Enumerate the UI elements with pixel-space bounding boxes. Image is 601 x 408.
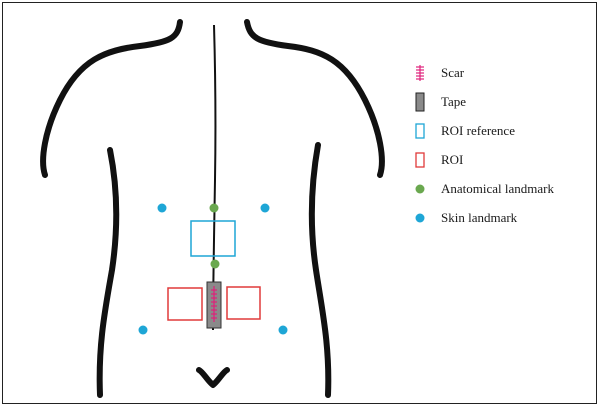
legend-item-roi: ROI bbox=[412, 145, 554, 174]
skin-landmark-upper-left bbox=[158, 204, 167, 213]
skin-landmark-lower-left bbox=[139, 326, 148, 335]
legend-item-anatomical-landmark: Anatomical landmark bbox=[412, 174, 554, 203]
tape-icon bbox=[412, 92, 428, 112]
legend-label-roi: ROI bbox=[441, 152, 463, 168]
skin-landmark-upper-right bbox=[261, 204, 270, 213]
skin-landmark-icon bbox=[412, 208, 428, 228]
legend-label-anatomical-landmark: Anatomical landmark bbox=[441, 181, 554, 197]
anatomical-landmark-lower bbox=[211, 260, 220, 269]
legend-item-scar: Scar bbox=[412, 58, 554, 87]
navel-outline bbox=[199, 370, 227, 385]
left-torso-outline bbox=[100, 150, 117, 395]
legend-item-skin-landmark: Skin landmark bbox=[412, 203, 554, 232]
roi-reference-icon bbox=[412, 121, 428, 141]
right-torso-outline bbox=[312, 145, 329, 395]
roi-icon bbox=[412, 150, 428, 170]
legend: Scar Tape ROI reference ROI bbox=[412, 58, 554, 232]
skin-landmark-lower-right bbox=[279, 326, 288, 335]
legend-label-roi-reference: ROI reference bbox=[441, 123, 515, 139]
roi-box-left bbox=[168, 288, 202, 320]
anatomical-landmark-icon bbox=[412, 179, 428, 199]
legend-label-scar: Scar bbox=[441, 65, 464, 81]
anatomical-landmark-upper bbox=[210, 204, 219, 213]
roi-box-right bbox=[227, 287, 260, 319]
legend-item-roi-reference: ROI reference bbox=[412, 116, 554, 145]
scar-icon bbox=[412, 63, 428, 83]
legend-label-skin-landmark: Skin landmark bbox=[441, 210, 517, 226]
legend-item-tape: Tape bbox=[412, 87, 554, 116]
legend-label-tape: Tape bbox=[441, 94, 466, 110]
